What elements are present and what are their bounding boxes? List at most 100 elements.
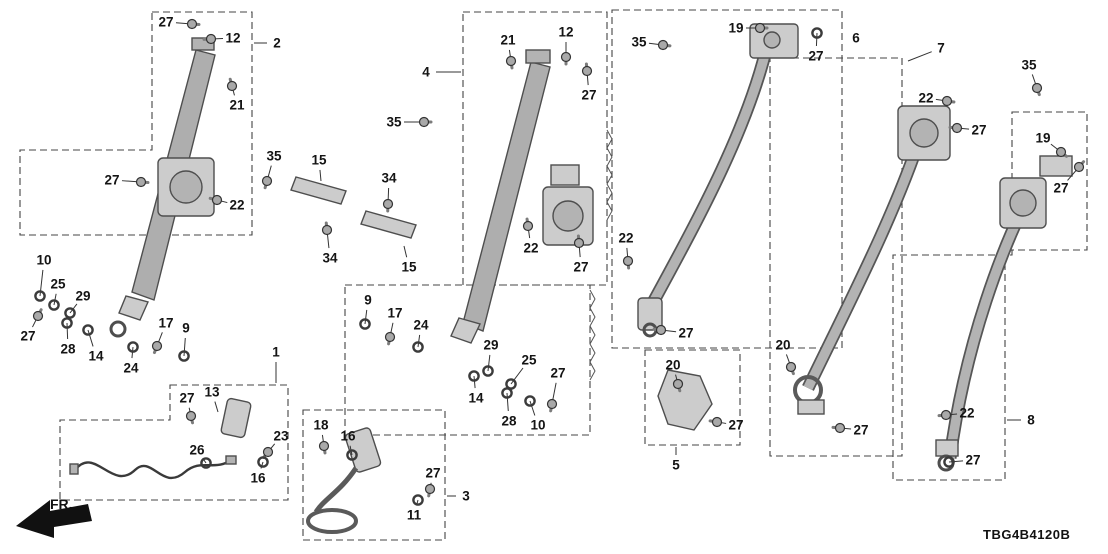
group-box-8 <box>892 111 1088 481</box>
callout-label: 17 <box>158 316 173 331</box>
bolt-icon <box>261 175 273 187</box>
callout-label: 24 <box>413 318 429 333</box>
leader-line <box>364 309 368 325</box>
callout-label: 21 <box>229 98 245 113</box>
trim-garnish-15a <box>290 176 347 205</box>
callout-label: 15 <box>311 153 327 168</box>
callout-label: 35 <box>631 35 647 50</box>
bolt-icon <box>505 55 517 67</box>
bolt-icon <box>522 220 534 232</box>
bolt-icon <box>581 65 593 77</box>
callout-label: 1 <box>272 345 280 360</box>
callout-label: 4 <box>422 65 430 80</box>
callout-label: 16 <box>340 429 356 444</box>
callout-label: 27 <box>104 173 119 188</box>
callout-label: 19 <box>728 21 743 36</box>
buckle-13 <box>220 397 252 439</box>
callout-label: 27 <box>853 423 868 438</box>
callout-label: 12 <box>558 25 573 40</box>
washer-icon <box>524 395 536 407</box>
washer-icon <box>257 456 269 468</box>
leader-line <box>510 367 524 385</box>
seat-belt-webbing-6 <box>645 40 773 311</box>
bolt-icon <box>262 446 274 458</box>
belt-lower-anchor-8 <box>935 439 959 457</box>
bolt-icon <box>711 416 723 428</box>
seat-belt-webbing-4 <box>462 61 551 332</box>
leader-line <box>529 400 536 416</box>
belt-bracket <box>550 164 580 186</box>
callout-label: 29 <box>483 338 498 353</box>
callout-label: 16 <box>250 471 266 486</box>
bolt-icon <box>940 409 952 421</box>
bolt-icon <box>785 361 797 373</box>
group-box-5 <box>644 349 741 446</box>
callout-label: 27 <box>179 391 194 406</box>
callout-label: 28 <box>501 414 517 429</box>
trim-garnish-15b <box>360 210 417 239</box>
group-box-1 <box>59 384 289 501</box>
washer-icon <box>127 341 139 353</box>
belt-lower-anchor-7 <box>797 399 825 415</box>
bolt-icon <box>205 33 217 45</box>
callout-label: 12 <box>225 31 240 46</box>
callout-label: 27 <box>728 418 743 433</box>
callout-label: 27 <box>20 329 35 344</box>
bolt-icon <box>560 51 572 63</box>
leader-line <box>487 354 491 372</box>
leader-line <box>66 322 69 340</box>
bolt-icon <box>754 22 766 34</box>
callout-label: 35 <box>266 149 282 164</box>
callout-label: 14 <box>468 391 484 406</box>
bolt-icon <box>834 422 846 434</box>
anchor-ring <box>109 320 127 338</box>
washer-icon <box>505 378 517 390</box>
washer-icon <box>82 324 94 336</box>
bolt-icon <box>321 224 333 236</box>
washer-icon <box>359 318 371 330</box>
callout-label: 2 <box>273 36 281 51</box>
bolt-icon <box>546 398 558 410</box>
buckle-stalk <box>313 466 359 514</box>
callout-label: 11 <box>407 508 422 523</box>
callout-label: 7 <box>937 41 945 56</box>
buckle-wire-harness <box>74 460 229 480</box>
washer-icon <box>34 290 46 302</box>
washer-icon <box>482 365 494 377</box>
callout-label: 21 <box>500 33 516 48</box>
callout-label: 27 <box>965 453 980 468</box>
leader-line <box>87 329 94 347</box>
bolt-icon <box>622 255 634 267</box>
belt-upper-bracket-8 <box>1039 155 1073 177</box>
washer-icon <box>501 387 513 399</box>
bolt-icon <box>655 324 667 336</box>
washer-icon <box>200 457 212 469</box>
washer-icon <box>178 350 190 362</box>
leader-line <box>403 245 408 258</box>
callout-label: 27 <box>158 15 173 30</box>
callout-label: 34 <box>322 251 338 266</box>
bolt-icon <box>1055 146 1067 158</box>
belt-tongue <box>450 317 481 344</box>
bolt-icon <box>135 176 147 188</box>
hatch-line <box>589 289 596 381</box>
bolt-icon <box>32 310 44 322</box>
callout-label: 10 <box>530 418 545 433</box>
hatch-line <box>606 129 613 221</box>
callout-label: 27 <box>971 123 986 138</box>
callout-label: 27 <box>1053 181 1068 196</box>
group-box-6 <box>611 9 843 349</box>
bolt-icon <box>657 39 669 51</box>
group-box-4-lower <box>344 284 591 436</box>
callout-label: 34 <box>381 171 397 186</box>
callout-label: 27 <box>808 49 823 64</box>
group-box-3 <box>302 409 446 541</box>
callout-label: 27 <box>573 260 588 275</box>
bolt-icon <box>151 340 163 352</box>
harness-connector <box>225 455 237 465</box>
callout-label: 25 <box>521 353 537 368</box>
callout-label: 27 <box>550 366 565 381</box>
callout-label: 25 <box>50 277 66 292</box>
fr-arrow-icon <box>16 500 92 538</box>
